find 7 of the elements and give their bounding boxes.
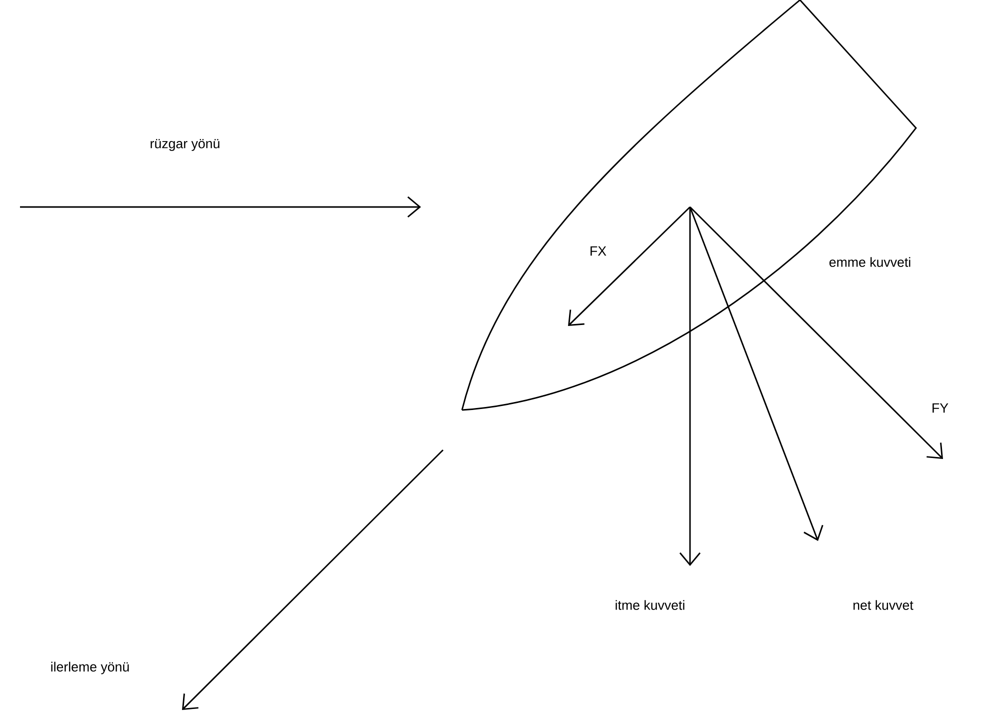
force-label: itme kuvveti xyxy=(616,600,684,610)
force-label: FX xyxy=(590,246,606,256)
force-label: FY xyxy=(932,403,948,413)
direction-label: ilerleme yönü xyxy=(51,662,129,674)
direction-label: rüzgar yönü xyxy=(150,139,220,151)
force-label: emme kuvveti xyxy=(829,257,910,267)
force-label: net kuvvet xyxy=(854,600,914,610)
